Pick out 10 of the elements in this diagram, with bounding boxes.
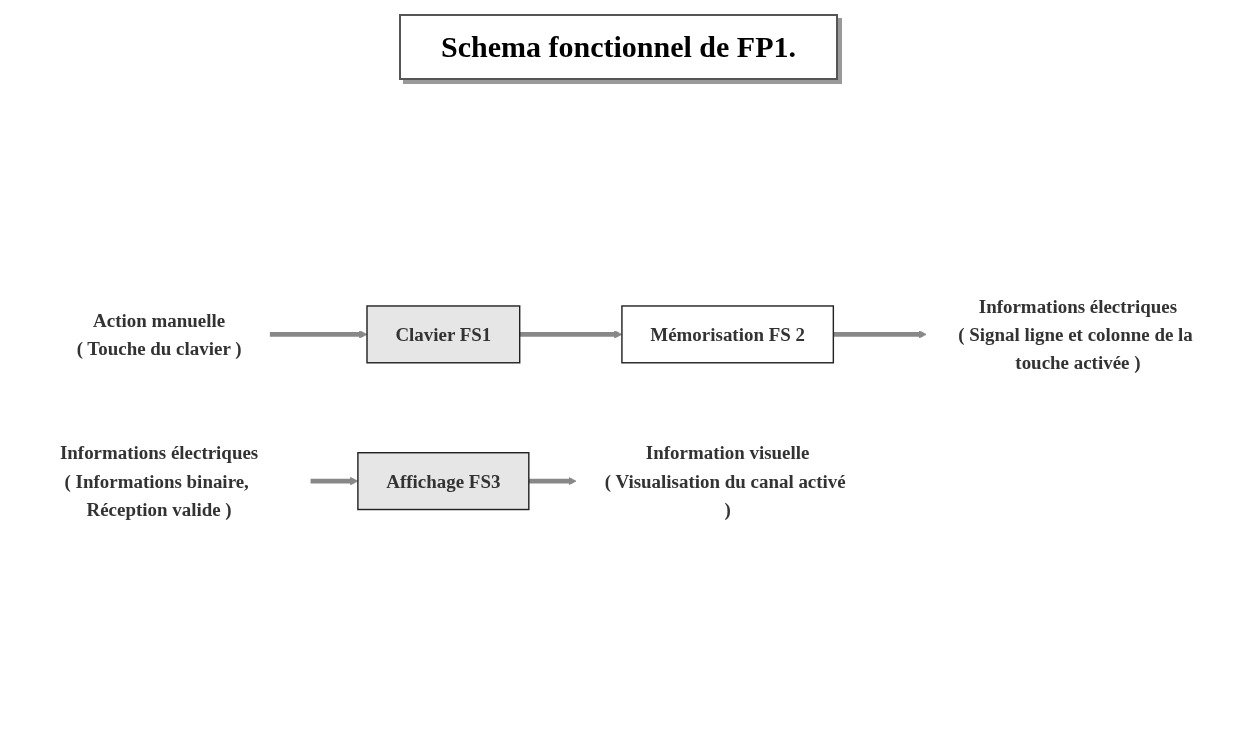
node-text: Action manuelle ( Touche du clavier ) (76, 310, 242, 360)
arrow (528, 477, 577, 486)
node-box: Clavier FS1 (366, 305, 521, 364)
arrow (269, 330, 368, 339)
arrow (833, 330, 927, 339)
node-text: Information visuelle ( Visualisation du canal activé ) (604, 442, 846, 521)
node-box: Affichage FS3 (357, 452, 530, 511)
node-text: Informations électriques ( Signal ligne et colonne de la touche activée ) (958, 295, 1193, 374)
node-box: Mémorisation FS 2 (621, 305, 835, 364)
node-text: Informations électriques ( Informations binaire, Réception valide ) (59, 442, 259, 521)
